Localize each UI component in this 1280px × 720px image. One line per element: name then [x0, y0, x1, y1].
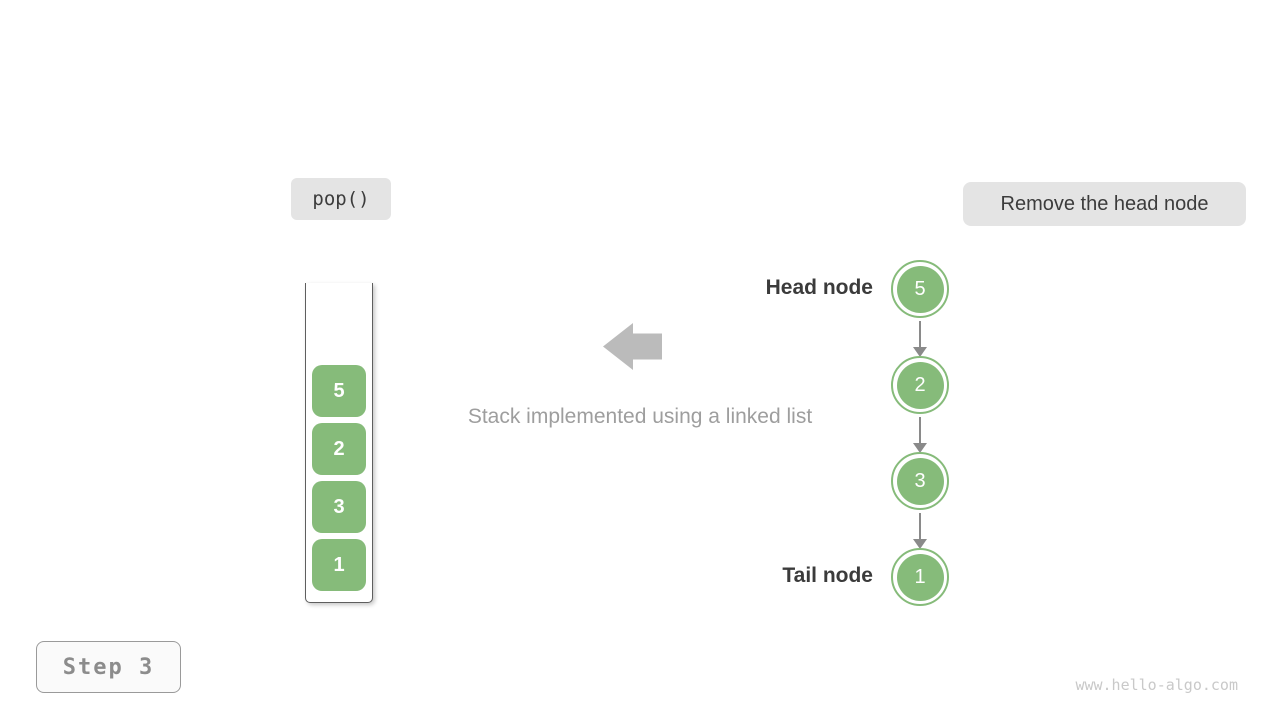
stack-container: 5 2 3 1	[305, 283, 373, 603]
action-description-text: Remove the head node	[1000, 192, 1209, 215]
stack-item: 2	[312, 423, 366, 475]
down-arrow-icon	[909, 513, 931, 549]
linked-list-node: 1	[891, 548, 949, 606]
tail-node-label: Tail node	[782, 564, 873, 587]
down-arrow-icon	[909, 417, 931, 453]
step-badge: Step 3	[36, 641, 181, 693]
linked-list-node: 3	[891, 452, 949, 510]
linked-list-node: 2	[891, 356, 949, 414]
node-value: 5	[896, 265, 944, 313]
action-description-label: Remove the head node	[963, 182, 1246, 226]
step-badge-text: Step 3	[62, 654, 155, 680]
stack-item: 3	[312, 481, 366, 533]
stack-item: 5	[312, 365, 366, 417]
pop-operation-text: pop()	[312, 188, 370, 210]
head-node-label: Head node	[765, 276, 873, 299]
linked-list-node: 5	[891, 260, 949, 318]
down-arrow-icon	[909, 321, 931, 357]
watermark-text: www.hello-algo.com	[1075, 676, 1238, 694]
stack-item: 1	[312, 539, 366, 591]
node-value: 1	[896, 553, 944, 601]
pop-operation-label: pop()	[291, 178, 391, 220]
caption-text: Stack implemented using a linked list	[467, 405, 813, 428]
node-value: 2	[896, 361, 944, 409]
left-arrow-icon	[603, 323, 662, 370]
node-value: 3	[896, 457, 944, 505]
